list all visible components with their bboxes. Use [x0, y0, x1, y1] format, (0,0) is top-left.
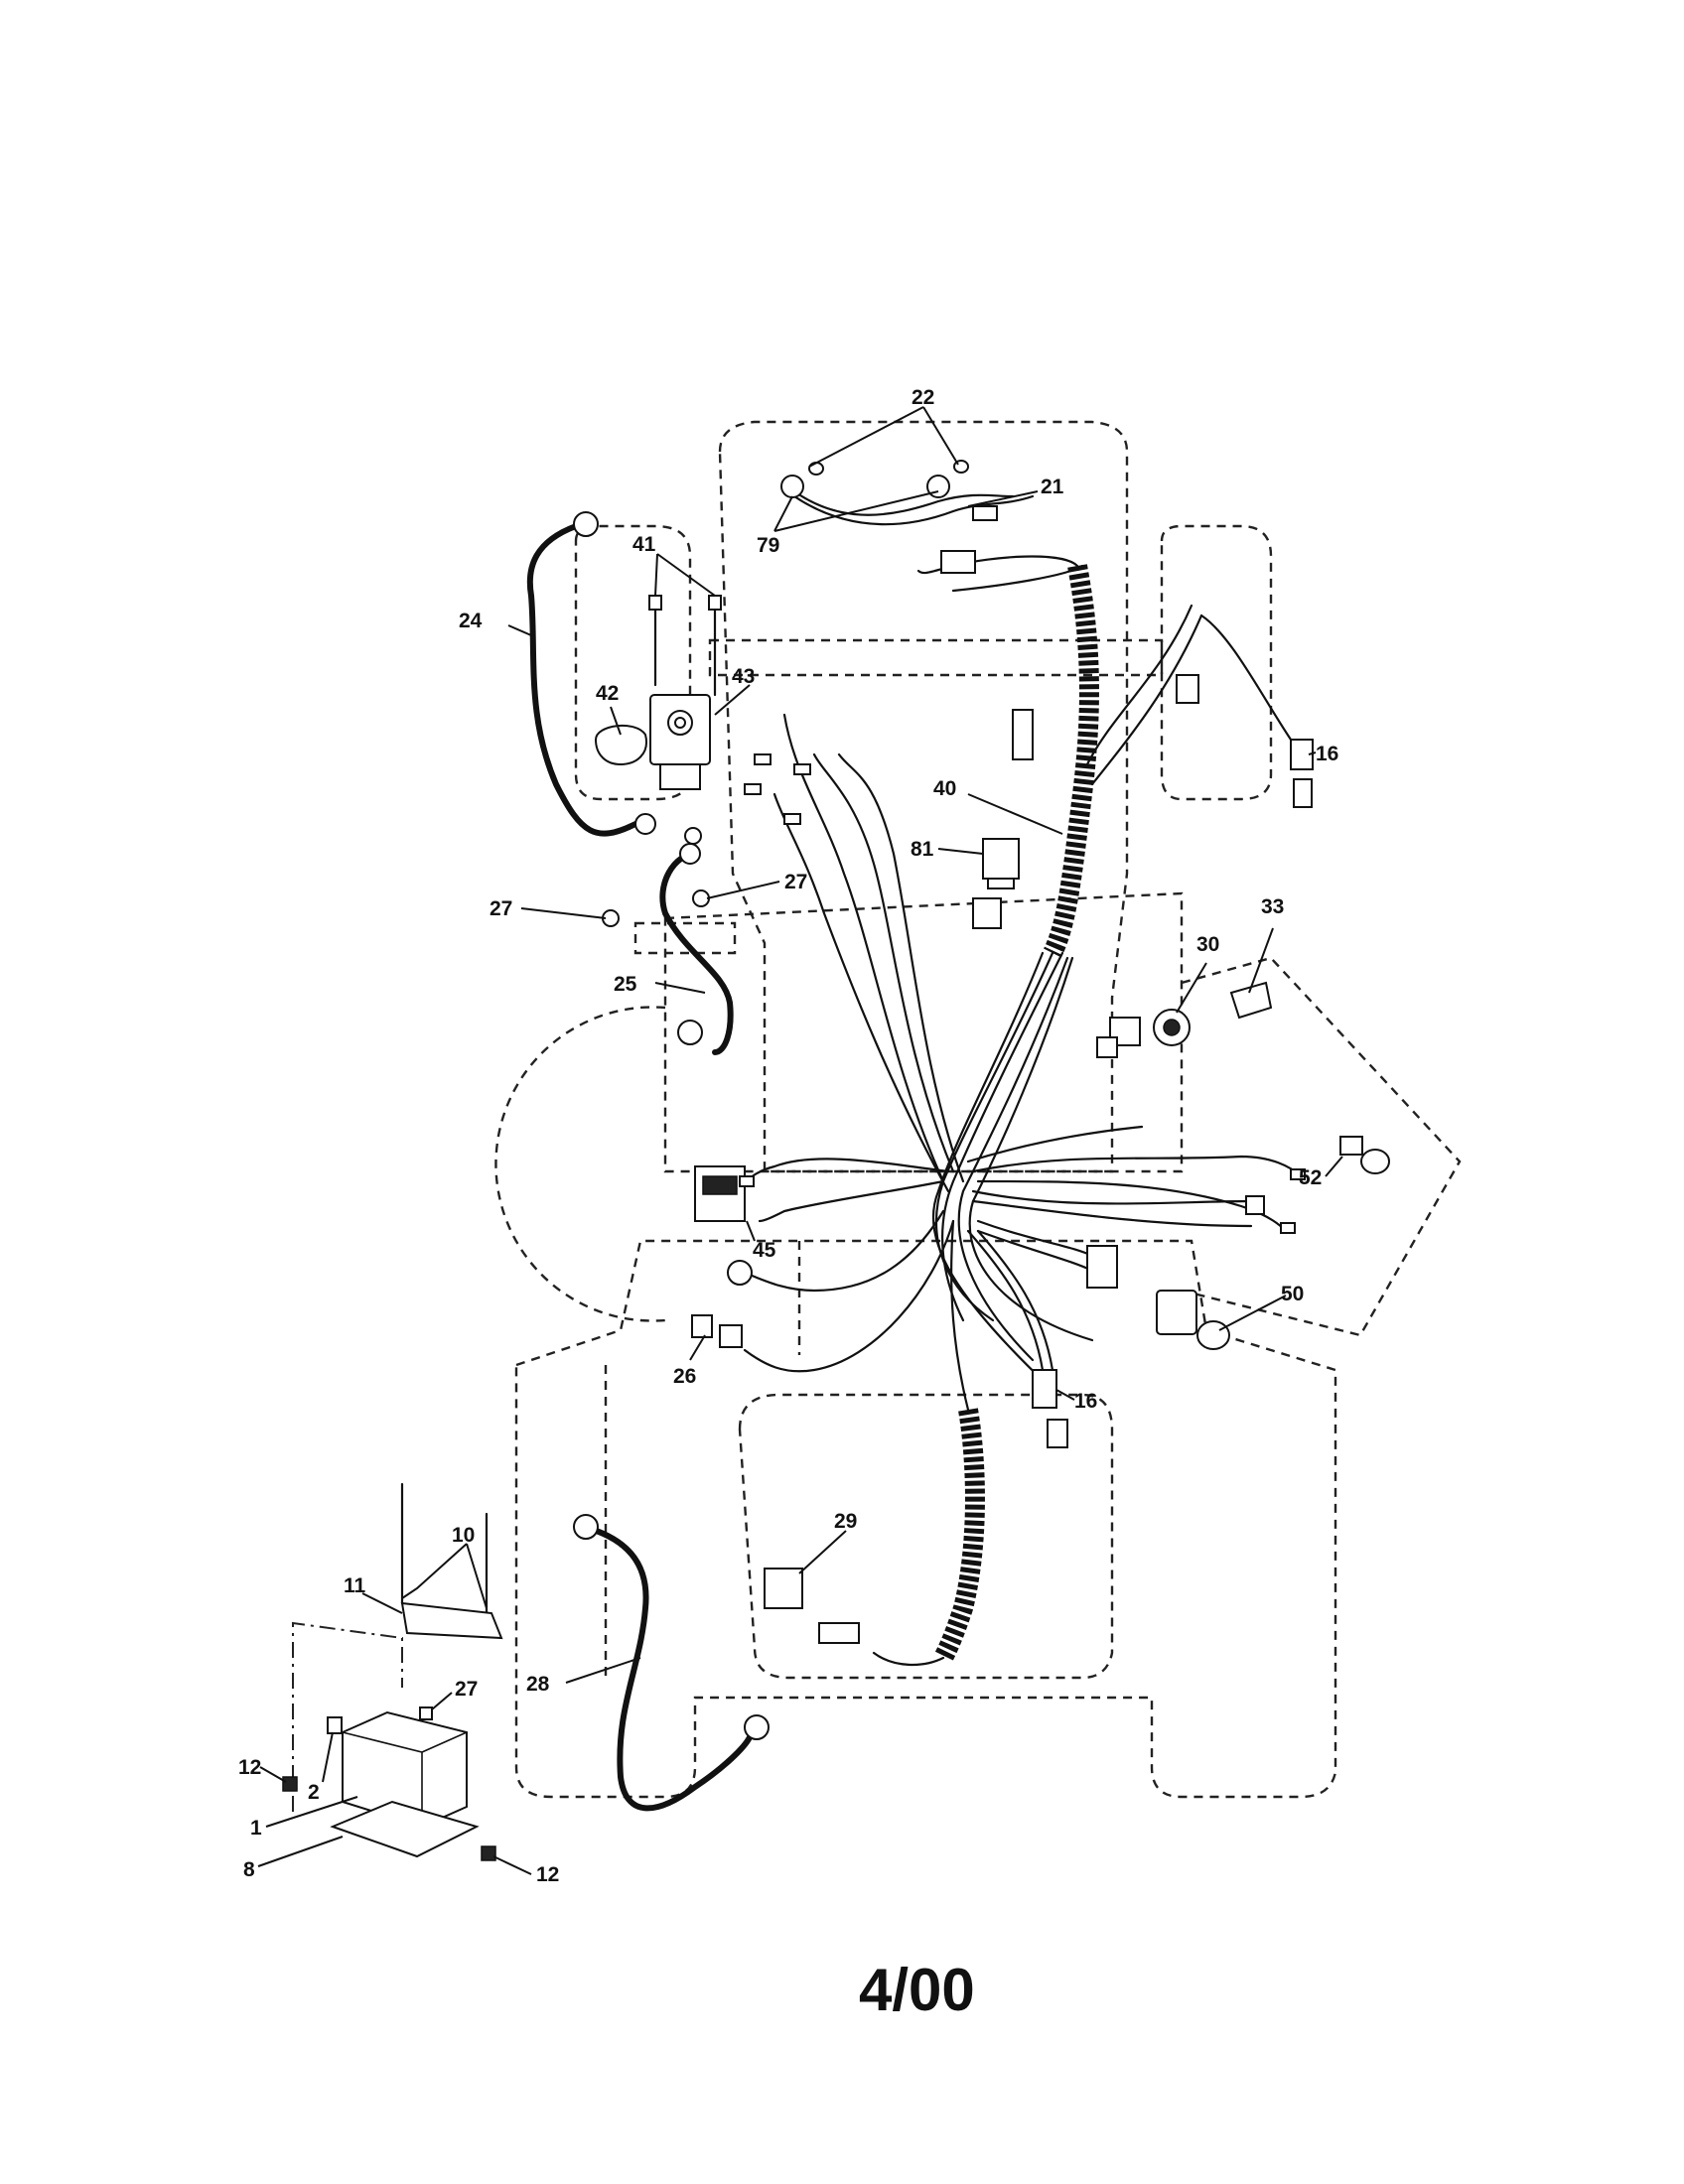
leader-lines	[257, 406, 1343, 1875]
front-connector	[940, 550, 976, 574]
bolt-2	[327, 1716, 343, 1734]
nut-12-left	[282, 1776, 298, 1792]
cable-28	[588, 1526, 753, 1812]
callout-52: 52	[1299, 1166, 1322, 1189]
callout-45: 45	[753, 1239, 776, 1262]
callout-40: 40	[933, 777, 956, 800]
plug-16-top	[1290, 739, 1314, 770]
ring-terminal-28-bottom	[744, 1714, 770, 1740]
callout-24: 24	[459, 610, 483, 632]
callout-27-left: 27	[490, 897, 512, 920]
plug-16-bottom	[1032, 1369, 1057, 1409]
callout-25: 25	[614, 973, 637, 996]
connector-block-right	[1086, 1245, 1118, 1289]
bulb-52	[1360, 1149, 1390, 1174]
callout-41: 41	[632, 533, 656, 556]
headlight-harness	[780, 460, 1035, 574]
switches-and-connectors	[691, 614, 1390, 1644]
nut-27-battery	[419, 1706, 433, 1720]
cable-24	[526, 523, 638, 837]
callout-29: 29	[834, 1510, 857, 1533]
socket-16-top	[1293, 778, 1313, 808]
ring-terminal-25-bottom	[677, 1020, 703, 1045]
callout-30: 30	[1196, 933, 1219, 956]
callout-42: 42	[596, 682, 619, 705]
battery-tray-8	[330, 1800, 480, 1858]
ring-terminal-24-bottom	[634, 813, 656, 835]
callout-50: 50	[1281, 1283, 1304, 1305]
fuse-26	[719, 1324, 743, 1348]
callout-26: 26	[673, 1365, 696, 1388]
callout-10: 10	[452, 1524, 475, 1547]
switch-33	[1229, 981, 1273, 1020]
solenoid-43	[594, 595, 722, 927]
callout-81: 81	[911, 838, 934, 861]
coiled-conduit-40	[916, 555, 1203, 958]
callout-16-bottom: 16	[1074, 1390, 1097, 1413]
callout-8: 8	[243, 1858, 255, 1881]
callout-16-top: 16	[1316, 743, 1338, 765]
ring-terminal-45	[727, 1260, 753, 1286]
coiled-conduit-29	[872, 1408, 985, 1667]
switch-29	[764, 1568, 803, 1609]
ring-terminal-24-top	[573, 511, 599, 537]
callout-2: 2	[308, 1781, 320, 1804]
connector-front-right	[1176, 674, 1199, 704]
callout-12-right: 12	[536, 1863, 559, 1886]
callout-43: 43	[732, 665, 755, 688]
headlight-socket-left	[780, 475, 804, 498]
battery-assembly	[282, 1482, 503, 1861]
cable-25	[659, 851, 734, 1055]
nut-27-right	[692, 889, 710, 907]
callout-27-battery: 27	[455, 1678, 478, 1701]
battery-cables	[526, 511, 770, 1812]
knob-50	[1196, 1320, 1230, 1350]
connector-30	[1109, 1017, 1141, 1046]
headlight-connector	[972, 505, 998, 521]
callout-labels: 22 21 79 41 24 42 43 16 40 81 27 27 25 3…	[238, 386, 1338, 1886]
nut-12-right	[481, 1845, 496, 1861]
callout-79: 79	[757, 534, 779, 557]
callout-28: 28	[526, 1673, 550, 1696]
hold-down-bracket-11	[400, 1601, 503, 1640]
main-harness	[738, 713, 1303, 1412]
switch-50	[1156, 1290, 1197, 1335]
bulb-socket-52	[1339, 1136, 1363, 1156]
ring-terminal-28-top	[573, 1514, 599, 1540]
callout-1: 1	[250, 1817, 262, 1840]
connector-29	[818, 1622, 860, 1644]
relay-81	[982, 838, 1020, 880]
callout-21: 21	[1041, 476, 1064, 498]
relay-connector	[972, 897, 1002, 929]
socket-16-bottom	[1047, 1419, 1068, 1448]
ring-terminal-25-top	[679, 843, 701, 865]
callout-11: 11	[344, 1574, 366, 1597]
callout-12-left: 12	[238, 1756, 261, 1779]
terminal-cover-42	[594, 724, 647, 766]
date-code: 4/00	[859, 1957, 975, 2023]
fuse-holder-26	[691, 1314, 713, 1338]
connector-40	[1012, 709, 1034, 760]
callout-33: 33	[1261, 895, 1284, 918]
callout-22: 22	[912, 386, 934, 409]
nut-27	[684, 827, 702, 845]
callout-27-right: 27	[784, 871, 807, 893]
